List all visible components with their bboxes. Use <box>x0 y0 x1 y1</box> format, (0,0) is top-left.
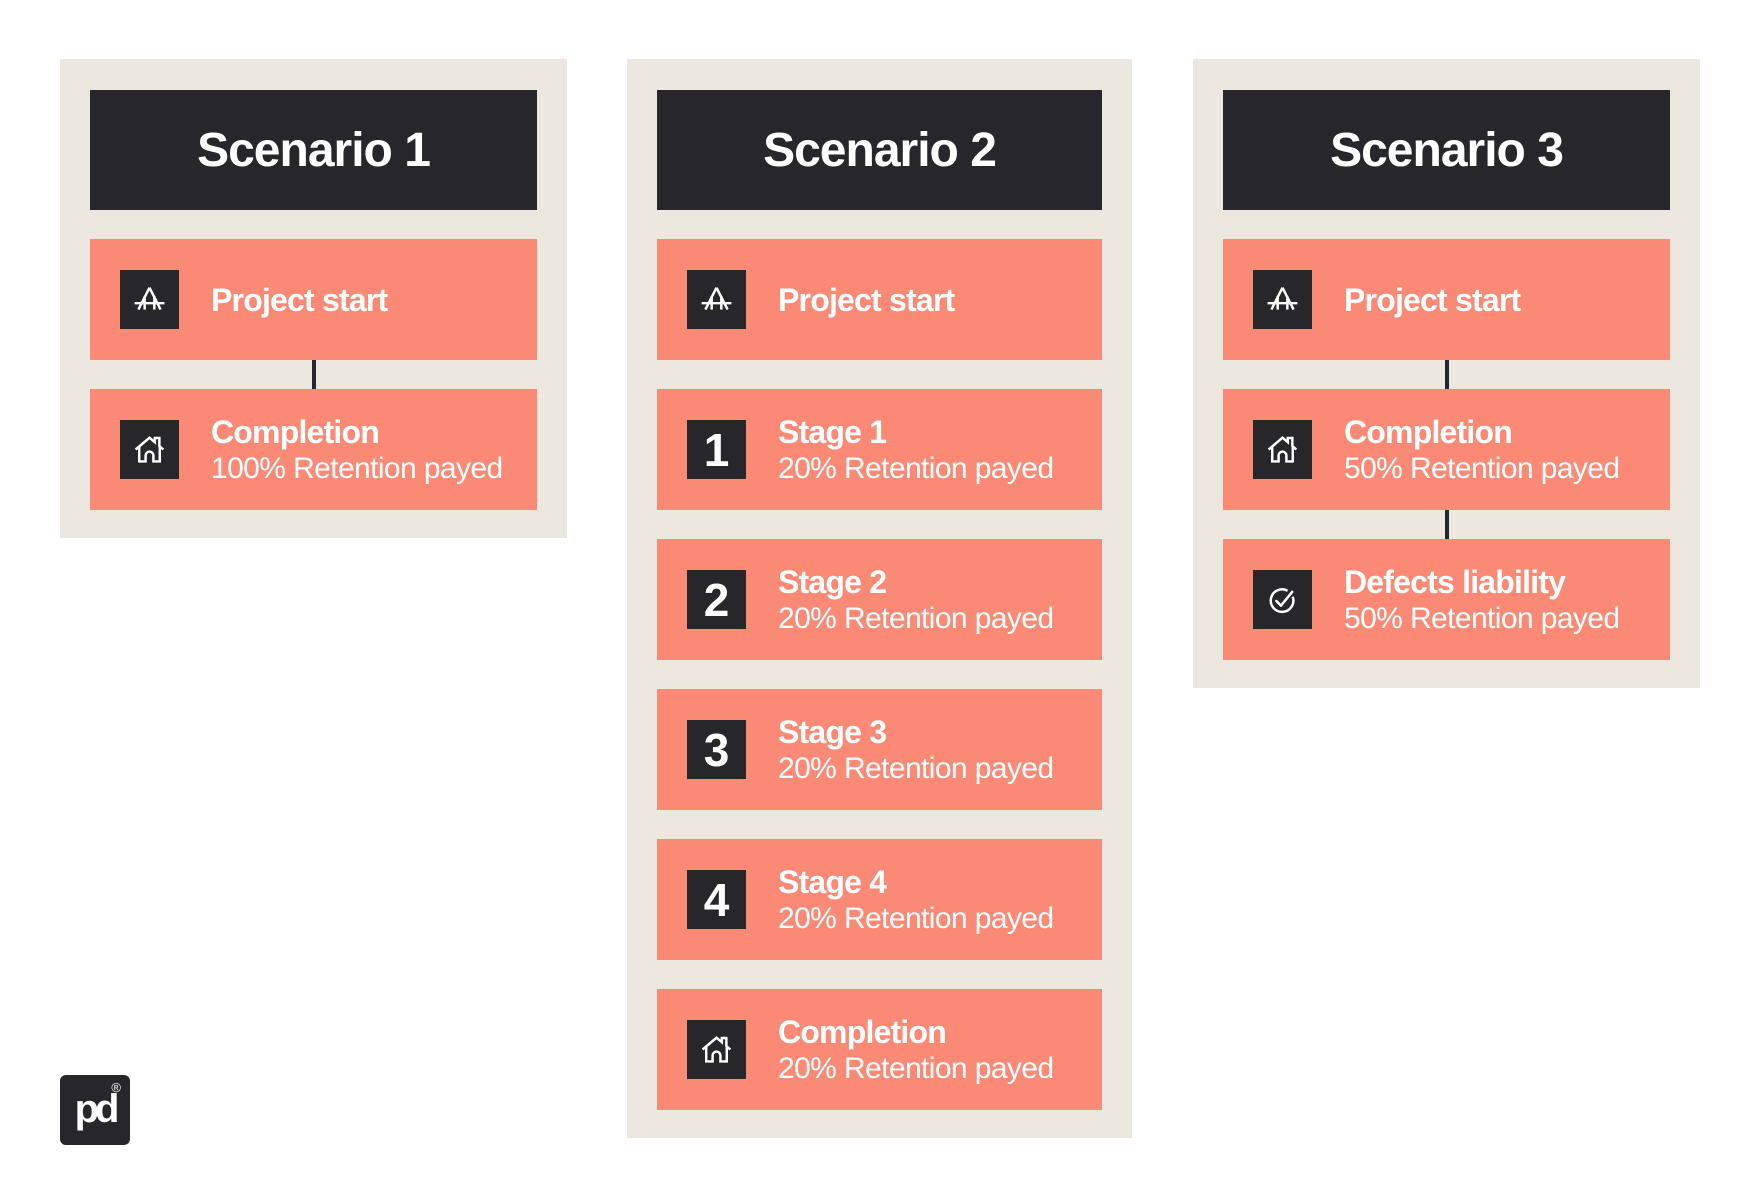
scenario-1-step-completion: Completion 100% Retention payed <box>90 360 537 510</box>
step-text: Defects liability 50% Retention payed <box>1344 563 1620 637</box>
construction-house-icon <box>701 287 732 311</box>
icon-square <box>1253 420 1312 479</box>
step-text: Stage 2 20% Retention payed <box>778 563 1054 637</box>
scenario-2-step-stage-2: 2 Stage 2 20% Retention payed <box>657 539 1102 660</box>
scenario-2-step-stage-4: 4 Stage 4 20% Retention payed <box>657 839 1102 960</box>
scenario-1-step-project-start: Project start <box>90 239 537 360</box>
stage-number: 4 <box>703 873 730 926</box>
stage-number: 1 <box>703 423 730 476</box>
number-badge: 1 <box>687 420 746 479</box>
step-title: Completion <box>1344 413 1513 450</box>
scenario-3-header: Scenario 3 <box>1223 90 1670 210</box>
step-text: Stage 3 20% Retention payed <box>778 713 1054 787</box>
number-badge: 3 <box>687 720 746 779</box>
step-subtitle: 50% Retention payed <box>1344 451 1620 485</box>
construction-house-icon <box>1267 287 1298 311</box>
step-title: Stage 3 <box>778 713 887 750</box>
scenario-2-step-completion: Completion 20% Retention payed <box>657 989 1102 1110</box>
step-title: Stage 4 <box>778 863 887 900</box>
construction-house-icon <box>134 287 165 311</box>
scenario-2-panel: Scenario 2 Project start 1 Stage 1 20% R… <box>627 59 1132 1138</box>
step-title: Completion <box>211 413 380 450</box>
scenario-1-header: Scenario 1 <box>90 90 537 210</box>
home-icon <box>701 1036 732 1063</box>
registered-mark: ® <box>111 1080 121 1095</box>
step-title: Stage 2 <box>778 563 887 600</box>
step-text: Stage 4 20% Retention payed <box>778 863 1054 937</box>
icon-square <box>120 270 179 329</box>
number-badge: 2 <box>687 570 746 629</box>
stage-number: 3 <box>703 723 730 776</box>
icon-square <box>687 1020 746 1079</box>
step-subtitle: 50% Retention payed <box>1344 601 1620 635</box>
step-text: Completion 100% Retention payed <box>211 413 503 487</box>
number-badge: 4 <box>687 870 746 929</box>
step-subtitle: 20% Retention payed <box>778 751 1054 785</box>
step-subtitle: 20% Retention payed <box>778 601 1054 635</box>
step-subtitle: 100% Retention payed <box>211 451 503 485</box>
step-text: Stage 1 20% Retention payed <box>778 413 1054 487</box>
step-text: Project start <box>1344 281 1521 319</box>
scenario-1-title: Scenario 1 <box>197 123 431 177</box>
scenario-2-step-project-start: Project start <box>657 239 1102 360</box>
scenario-3-title: Scenario 3 <box>1330 123 1564 177</box>
step-title: Completion <box>778 1013 947 1050</box>
scenario-2-title: Scenario 2 <box>763 123 997 177</box>
icon-square <box>1253 570 1312 629</box>
step-text: Completion 20% Retention payed <box>778 1013 1054 1087</box>
home-icon <box>1267 436 1298 463</box>
step-title: Project start <box>778 281 955 318</box>
scenario-1-panel: Scenario 1 Project start Completion 100%… <box>60 59 567 538</box>
stage-number: 2 <box>703 573 730 626</box>
step-title: Project start <box>211 281 388 318</box>
step-title: Defects liability <box>1344 563 1566 600</box>
scenario-2-step-stage-1: 1 Stage 1 20% Retention payed <box>657 389 1102 510</box>
step-text: Project start <box>211 281 388 319</box>
pd-monogram: pd <box>74 1087 120 1131</box>
step-subtitle: 20% Retention payed <box>778 451 1054 485</box>
icon-square <box>1253 270 1312 329</box>
check-circle-icon <box>1269 588 1295 614</box>
step-subtitle: 20% Retention payed <box>778 901 1054 935</box>
step-title: Project start <box>1344 281 1521 318</box>
step-text: Completion 50% Retention payed <box>1344 413 1620 487</box>
icon-square <box>120 420 179 479</box>
step-text: Project start <box>778 281 955 319</box>
scenario-3-panel: Scenario 3 Project start Completion 50% … <box>1193 59 1700 688</box>
icon-square <box>687 270 746 329</box>
scenario-2-step-stage-3: 3 Stage 3 20% Retention payed <box>657 689 1102 810</box>
scenario-3-step-defects-liability: Defects liability 50% Retention payed <box>1223 510 1670 660</box>
step-title: Stage 1 <box>778 413 887 450</box>
home-icon <box>134 436 165 463</box>
pandadoc-logo: pd ® <box>60 1075 130 1145</box>
scenario-3-step-project-start: Project start <box>1223 239 1670 360</box>
scenario-2-header: Scenario 2 <box>657 90 1102 210</box>
scenario-3-step-completion: Completion 50% Retention payed <box>1223 360 1670 510</box>
step-subtitle: 20% Retention payed <box>778 1051 1054 1085</box>
